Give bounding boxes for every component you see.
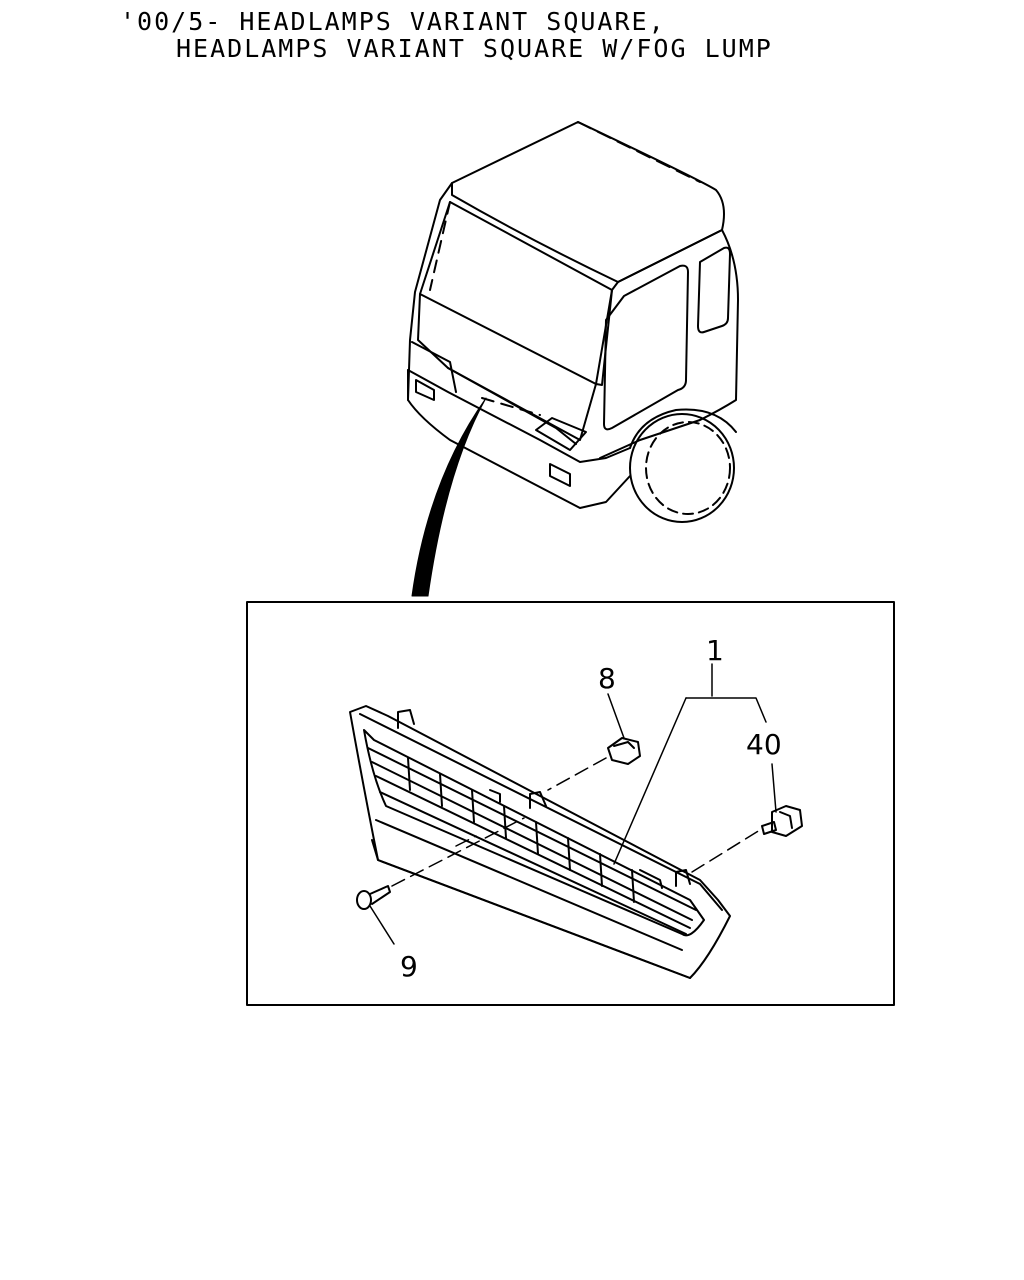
cab-front-panel — [417, 293, 597, 441]
part-8-clip-nut — [607, 737, 641, 765]
callout-1: 1 — [706, 634, 724, 667]
title-line-2: HEADLAMPS VARIANT SQUARE W/FOG LUMP — [176, 34, 773, 63]
grille-top-rim — [359, 713, 723, 911]
grille-outer-frame — [349, 705, 731, 979]
screw-head — [356, 890, 372, 910]
cab-roof — [451, 121, 725, 283]
grille-tab-right — [639, 869, 663, 889]
callout-40: 40 — [746, 728, 782, 761]
grille-clip-center — [529, 791, 547, 809]
truck-cab-illustration — [407, 121, 739, 523]
callout-9: 9 — [400, 950, 418, 983]
part-9-screw — [356, 885, 391, 910]
cab-hidden-line-2 — [481, 397, 541, 416]
install-path-9-b — [455, 835, 477, 847]
cab-roof-hidden-edge — [577, 121, 701, 183]
detail-pointer-arrow — [411, 397, 487, 597]
clip-nut-body — [607, 737, 641, 765]
grille-slat-3 — [375, 775, 691, 929]
cab-headlamp-housing-right — [535, 417, 587, 451]
leader-1-to-grille — [613, 697, 687, 865]
grille-clip-right — [675, 869, 691, 887]
grille-inner-opening — [363, 729, 705, 937]
leader-9 — [369, 905, 395, 945]
retainer-clip-tab — [761, 821, 777, 835]
grille-clip-left — [397, 709, 415, 729]
grille-rib-7 — [599, 853, 603, 887]
cab-bumper-top — [407, 369, 631, 463]
grille-lower-lip — [371, 839, 691, 979]
grille-slat-4 — [379, 791, 687, 935]
cab-side-window — [603, 264, 689, 431]
grille-lower-inner — [375, 819, 683, 951]
leader-1-bracket — [685, 697, 767, 723]
cab-side-panel — [599, 229, 739, 459]
cab-front-right-edge — [595, 281, 619, 386]
cab-front-grille-line — [447, 367, 577, 445]
grille-rib-2 — [439, 773, 443, 807]
clip-nut-top — [613, 741, 635, 749]
cab-headlamp-right — [549, 463, 571, 487]
install-path-40 — [691, 829, 761, 873]
cab-hidden-line — [429, 201, 451, 291]
part-40-retainer-clip — [761, 805, 803, 837]
cab-rear-window — [697, 246, 731, 334]
front-grille-part — [349, 705, 731, 979]
cab-headlamp-left — [415, 379, 435, 401]
diagram-title: '00/5- HEADLAMPS VARIANT SQUARE,HEADLAMP… — [120, 8, 773, 62]
grille-slat-2 — [371, 761, 693, 921]
grille-rib-8 — [631, 869, 635, 903]
install-path-9 — [391, 817, 525, 887]
grille-rib-6 — [567, 837, 571, 871]
cab-windshield — [419, 201, 613, 385]
install-path-8 — [547, 757, 607, 791]
cab-front-wheel-inner — [645, 421, 731, 515]
leader-8 — [607, 693, 625, 739]
detail-frame — [246, 601, 895, 1006]
cab-wheel-arch — [629, 408, 737, 449]
grille-rib-5 — [535, 821, 539, 855]
grille-rib-4 — [503, 805, 507, 839]
cab-bumper — [407, 369, 631, 509]
title-line-1: '00/5- HEADLAMPS VARIANT SQUARE, — [120, 7, 666, 36]
leader-40 — [771, 763, 777, 813]
cab-front-wheel — [629, 413, 735, 523]
screw-shank — [369, 885, 391, 905]
leader-lines — [369, 663, 777, 945]
grille-tab-center — [489, 789, 501, 803]
cab-front-lower-line — [411, 341, 457, 393]
grille-rib-1 — [407, 757, 411, 791]
grille-slat-1 — [367, 747, 697, 911]
grille-rib-3 — [471, 789, 475, 823]
callout-8: 8 — [598, 662, 616, 695]
cab-front-left-edge — [407, 182, 453, 401]
retainer-clip-detail — [779, 811, 793, 829]
